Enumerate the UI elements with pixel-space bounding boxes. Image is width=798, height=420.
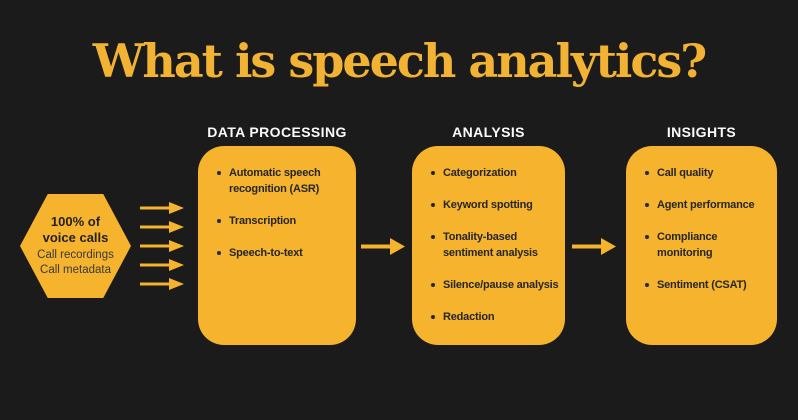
list-item: Silence/pause analysis — [431, 277, 559, 293]
list-item: Tonality-based sentiment analysis — [431, 229, 559, 261]
list-item: Sentiment (CSAT) — [645, 277, 771, 293]
right-arrow-icon — [140, 221, 184, 233]
hexagon-subline-metadata: Call metadata — [40, 264, 111, 276]
insights-list: Call quality Agent performance Complianc… — [626, 146, 777, 293]
list-item: Automatic speech recognition (ASR) — [217, 165, 350, 197]
analysis-box: Categorization Keyword spotting Tonality… — [412, 146, 565, 345]
column-header-analysis: ANALYSIS — [452, 124, 525, 140]
page-title: What is speech analytics? — [92, 34, 707, 88]
analysis-list: Categorization Keyword spotting Tonality… — [412, 146, 565, 325]
hexagon-subline-recordings: Call recordings — [37, 249, 114, 261]
list-item: Categorization — [431, 165, 559, 181]
hexagon-headline: 100% of voice calls — [42, 214, 109, 245]
right-arrow-icon — [140, 278, 184, 290]
list-item: Redaction — [431, 309, 559, 325]
list-item: Agent performance — [645, 197, 771, 213]
data-processing-box: Automatic speech recognition (ASR) Trans… — [198, 146, 356, 345]
source-hexagon: 100% of voice calls Call recordings Call… — [20, 194, 131, 298]
stage-insights: INSIGHTS Call quality Agent performance … — [626, 124, 777, 345]
data-processing-list: Automatic speech recognition (ASR) Trans… — [198, 146, 356, 261]
column-header-insights: INSIGHTS — [666, 124, 737, 140]
stage-analysis: ANALYSIS Categorization Keyword spotting… — [412, 124, 565, 345]
list-item: Call quality — [645, 165, 771, 181]
flow-right-arrow-icon — [572, 238, 616, 255]
list-item: Transcription — [217, 213, 350, 229]
stage-data-processing: DATA PROCESSING Automatic speech recogni… — [198, 124, 356, 345]
column-header-data-processing: DATA PROCESSING — [207, 124, 347, 140]
insights-box: Call quality Agent performance Complianc… — [626, 146, 777, 345]
list-item: Speech-to-text — [217, 245, 350, 261]
list-item: Keyword spotting — [431, 197, 559, 213]
right-arrow-icon — [140, 259, 184, 271]
right-arrow-icon — [140, 202, 184, 214]
flow-right-arrow-icon — [361, 238, 405, 255]
list-item: Compliance monitoring — [645, 229, 739, 261]
right-arrow-icon — [140, 240, 184, 252]
input-arrows-group — [140, 202, 184, 290]
